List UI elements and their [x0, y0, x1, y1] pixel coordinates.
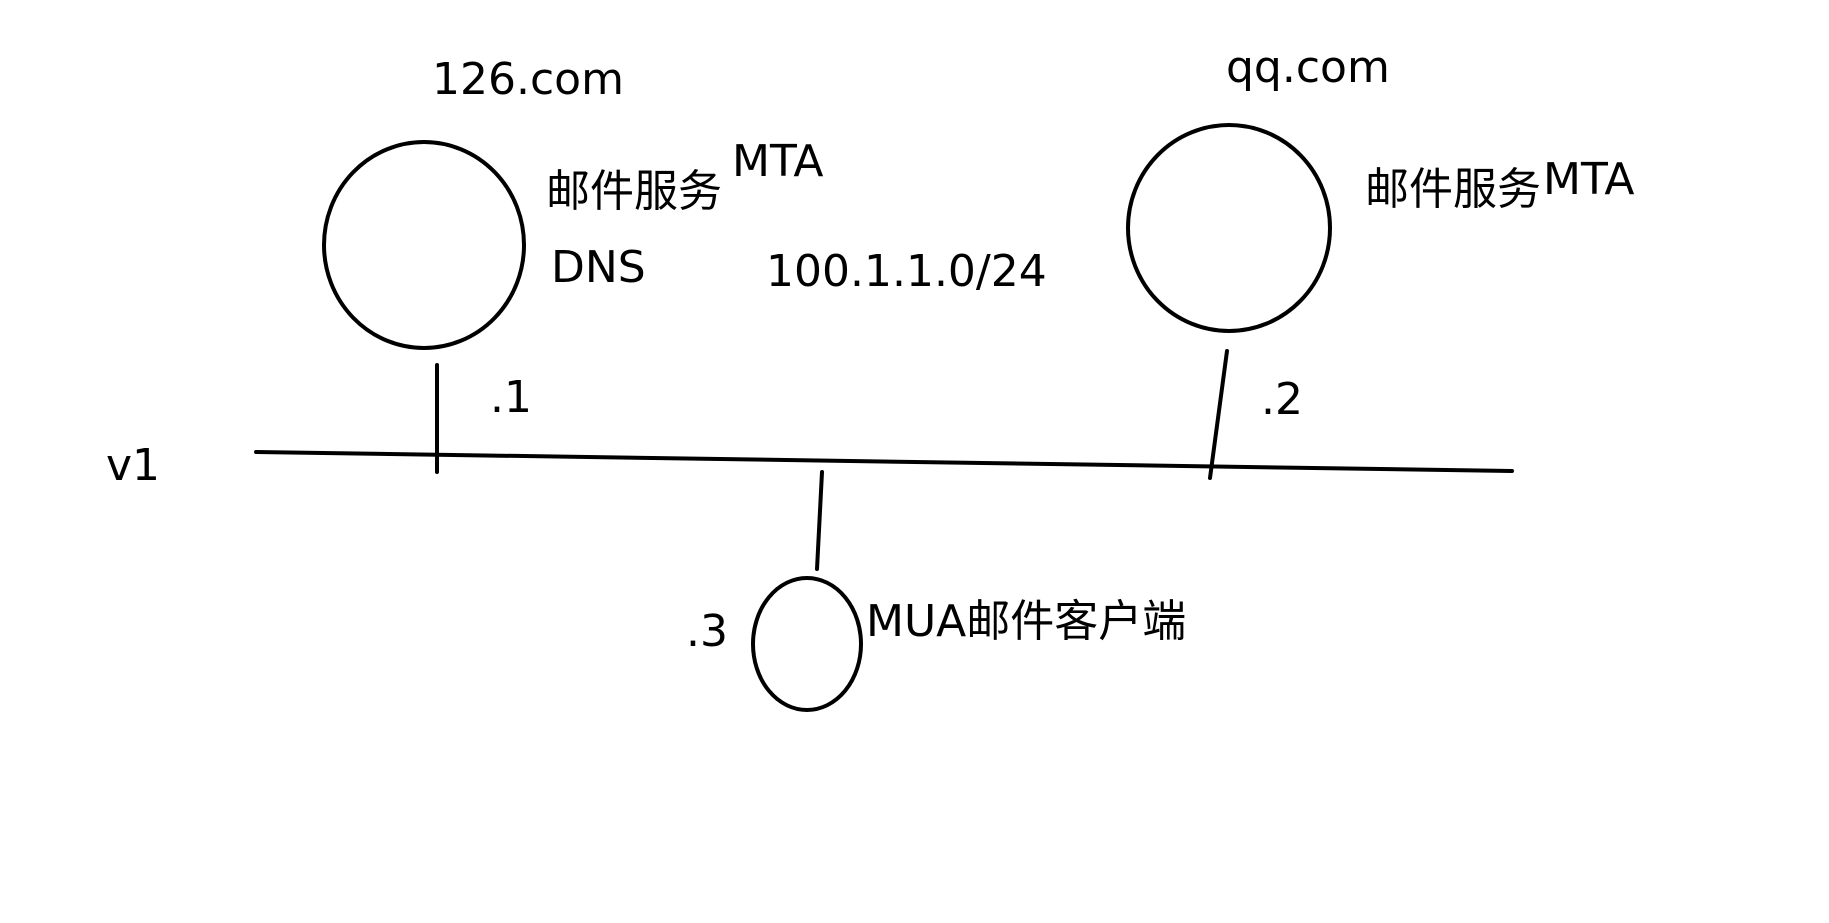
server-qq-ip-label: .2 [1261, 374, 1303, 425]
server-qq-mta-label: MTA [1543, 154, 1635, 205]
server-126-node [322, 140, 526, 350]
server-qq-node [1126, 123, 1332, 333]
subnet-label: 100.1.1.0/24 [766, 246, 1047, 297]
client-link [815, 470, 824, 571]
server-qq-link [1208, 349, 1229, 480]
server-126-domain-label: 126.com [432, 54, 624, 105]
server-126-mta-label: MTA [732, 136, 824, 187]
server-qq-domain-label: qq.com [1226, 42, 1390, 93]
server-126-dns-label: DNS [551, 242, 646, 293]
server-qq-role-label: 邮件服务 [1365, 164, 1541, 215]
server-126-ip-label: .1 [490, 372, 532, 423]
server-126-role-label: 邮件服务 [546, 166, 722, 217]
network-bus-line [254, 450, 1514, 473]
client-node [751, 576, 863, 712]
network-name-label: v1 [106, 440, 161, 491]
client-ip-label: .3 [686, 606, 728, 657]
client-label: MUA邮件客户端 [866, 596, 1187, 647]
